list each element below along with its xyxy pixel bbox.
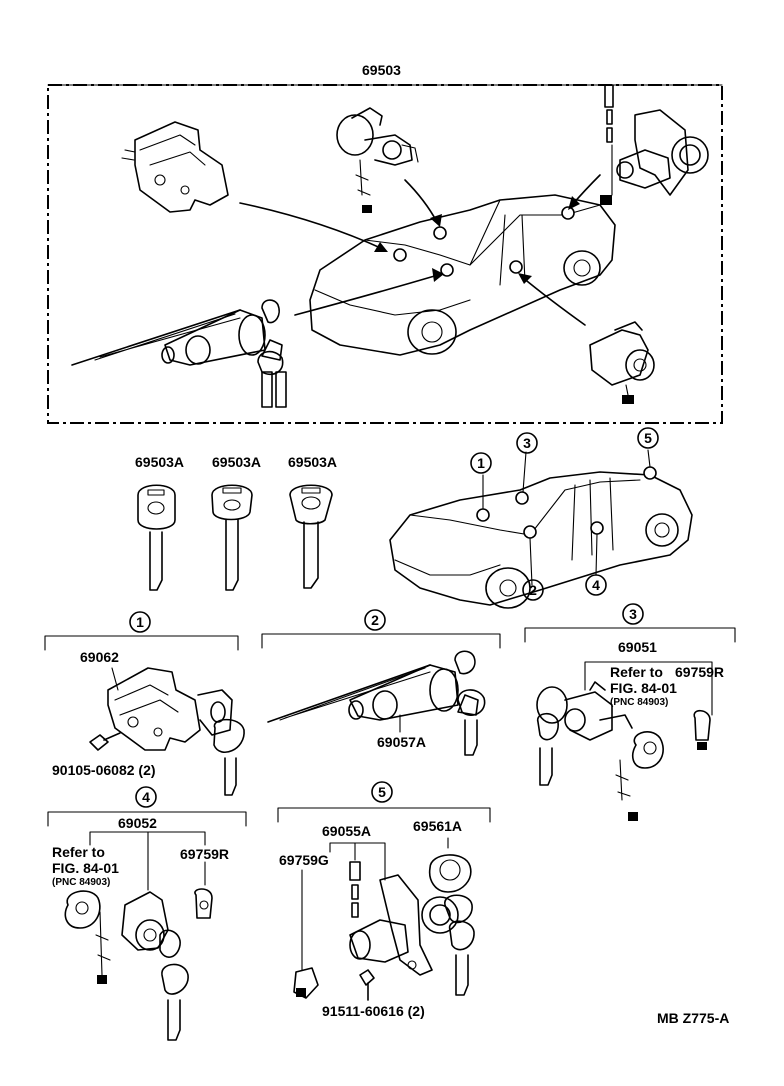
location-marker-2: 2 xyxy=(522,579,544,601)
location-marker-4: 4 xyxy=(585,574,607,596)
section-1-bracket xyxy=(44,635,239,651)
section-4-refer-fig: FIG. 84-01 xyxy=(52,860,119,876)
key-icon-2 xyxy=(211,484,253,591)
section-3-refer-text: Refer to xyxy=(610,664,663,680)
section-4-side-part-label: 69759R xyxy=(180,846,229,862)
section-2-part-label: 69057A xyxy=(377,734,426,750)
section-3-refer-pnc: (PNC 84903) xyxy=(610,697,668,708)
section-5-number: 5 xyxy=(371,781,393,803)
section-3-refer-part: 69759R xyxy=(675,664,724,680)
svg-text:4: 4 xyxy=(592,577,600,593)
section-5-part-a-label: 69055A xyxy=(322,823,371,839)
section-2-number: 2 xyxy=(364,609,386,631)
svg-text:3: 3 xyxy=(629,606,637,622)
key-label-3: 69503A xyxy=(288,454,337,470)
section-5-trunk-lock: 5 69055A 69561A 69759G 91511-60616 (2) xyxy=(277,781,491,1019)
section-4-door-cylinder: 4 69052 Refer to FIG. 84-01 (PNC 84903) … xyxy=(47,786,247,1041)
svg-text:3: 3 xyxy=(523,435,531,451)
car-illustration-top xyxy=(309,194,616,356)
location-marker-1: 1 xyxy=(470,452,492,474)
section-3-refer-fig: FIG. 84-01 xyxy=(610,680,677,696)
section-1-bolt-label: 90105-06082 (2) xyxy=(52,762,156,778)
svg-text:1: 1 xyxy=(477,455,485,471)
assembly-69503-group: 69503 xyxy=(47,62,723,424)
trunk-lock-assembly-top xyxy=(600,84,709,205)
section-3-bracket xyxy=(524,627,736,643)
section-1-door-lock: 1 69062 90105-06082 (2) xyxy=(44,611,245,796)
door-cylinder-assembly-top xyxy=(589,321,655,404)
location-marker-3: 3 xyxy=(516,432,538,454)
section-5-bolt-label: 91511-60616 (2) xyxy=(322,1003,425,1019)
section-5-part-b-label: 69561A xyxy=(413,818,462,834)
assembly-part-label: 69503 xyxy=(362,62,401,78)
door-lock-assembly-top xyxy=(121,121,229,213)
key-icon-3 xyxy=(289,484,333,589)
section-2-bracket xyxy=(261,633,501,649)
key-icon-1 xyxy=(137,484,176,591)
section-1-part-label: 69062 xyxy=(80,649,119,665)
svg-text:2: 2 xyxy=(529,582,537,598)
section-3-number: 3 xyxy=(622,603,644,625)
keys-row: 69503A 69503A 69503A xyxy=(135,454,337,591)
bolt-icon xyxy=(89,732,121,751)
section-3-part-label: 69051 xyxy=(618,639,657,655)
drawing-code: MB Z775-A xyxy=(657,1010,729,1026)
key-label-1: 69503A xyxy=(135,454,184,470)
svg-text:5: 5 xyxy=(378,784,386,800)
car-location-diagram: 1 3 5 2 4 xyxy=(389,427,693,609)
section-4-bracket xyxy=(47,811,247,827)
svg-text:2: 2 xyxy=(371,612,379,628)
svg-text:4: 4 xyxy=(142,789,150,805)
section-5-part-c-label: 69759G xyxy=(279,852,329,868)
section-1-number: 1 xyxy=(129,611,151,633)
key-label-2: 69503A xyxy=(212,454,261,470)
assembly-box xyxy=(47,84,723,424)
location-marker-5: 5 xyxy=(637,427,659,449)
section-4-number: 4 xyxy=(135,786,157,808)
section-4-refer-pnc: (PNC 84903) xyxy=(52,877,110,888)
ignition-lock-assembly-top xyxy=(71,299,287,408)
glove-lock-assembly-top xyxy=(336,107,419,213)
section-5-bracket xyxy=(277,807,491,823)
assembly-arrows xyxy=(239,174,601,326)
section-2-ignition-lock: 2 69057A xyxy=(261,609,501,756)
section-4-refer-text: Refer to xyxy=(52,844,105,860)
svg-text:1: 1 xyxy=(136,614,144,630)
svg-text:5: 5 xyxy=(644,430,652,446)
section-3-glove-lock: 3 69051 Refer to 69759R FIG. 84-01 (PNC … xyxy=(524,603,736,821)
bolt-icon xyxy=(359,969,375,1001)
section-4-part-label: 69052 xyxy=(118,815,157,831)
